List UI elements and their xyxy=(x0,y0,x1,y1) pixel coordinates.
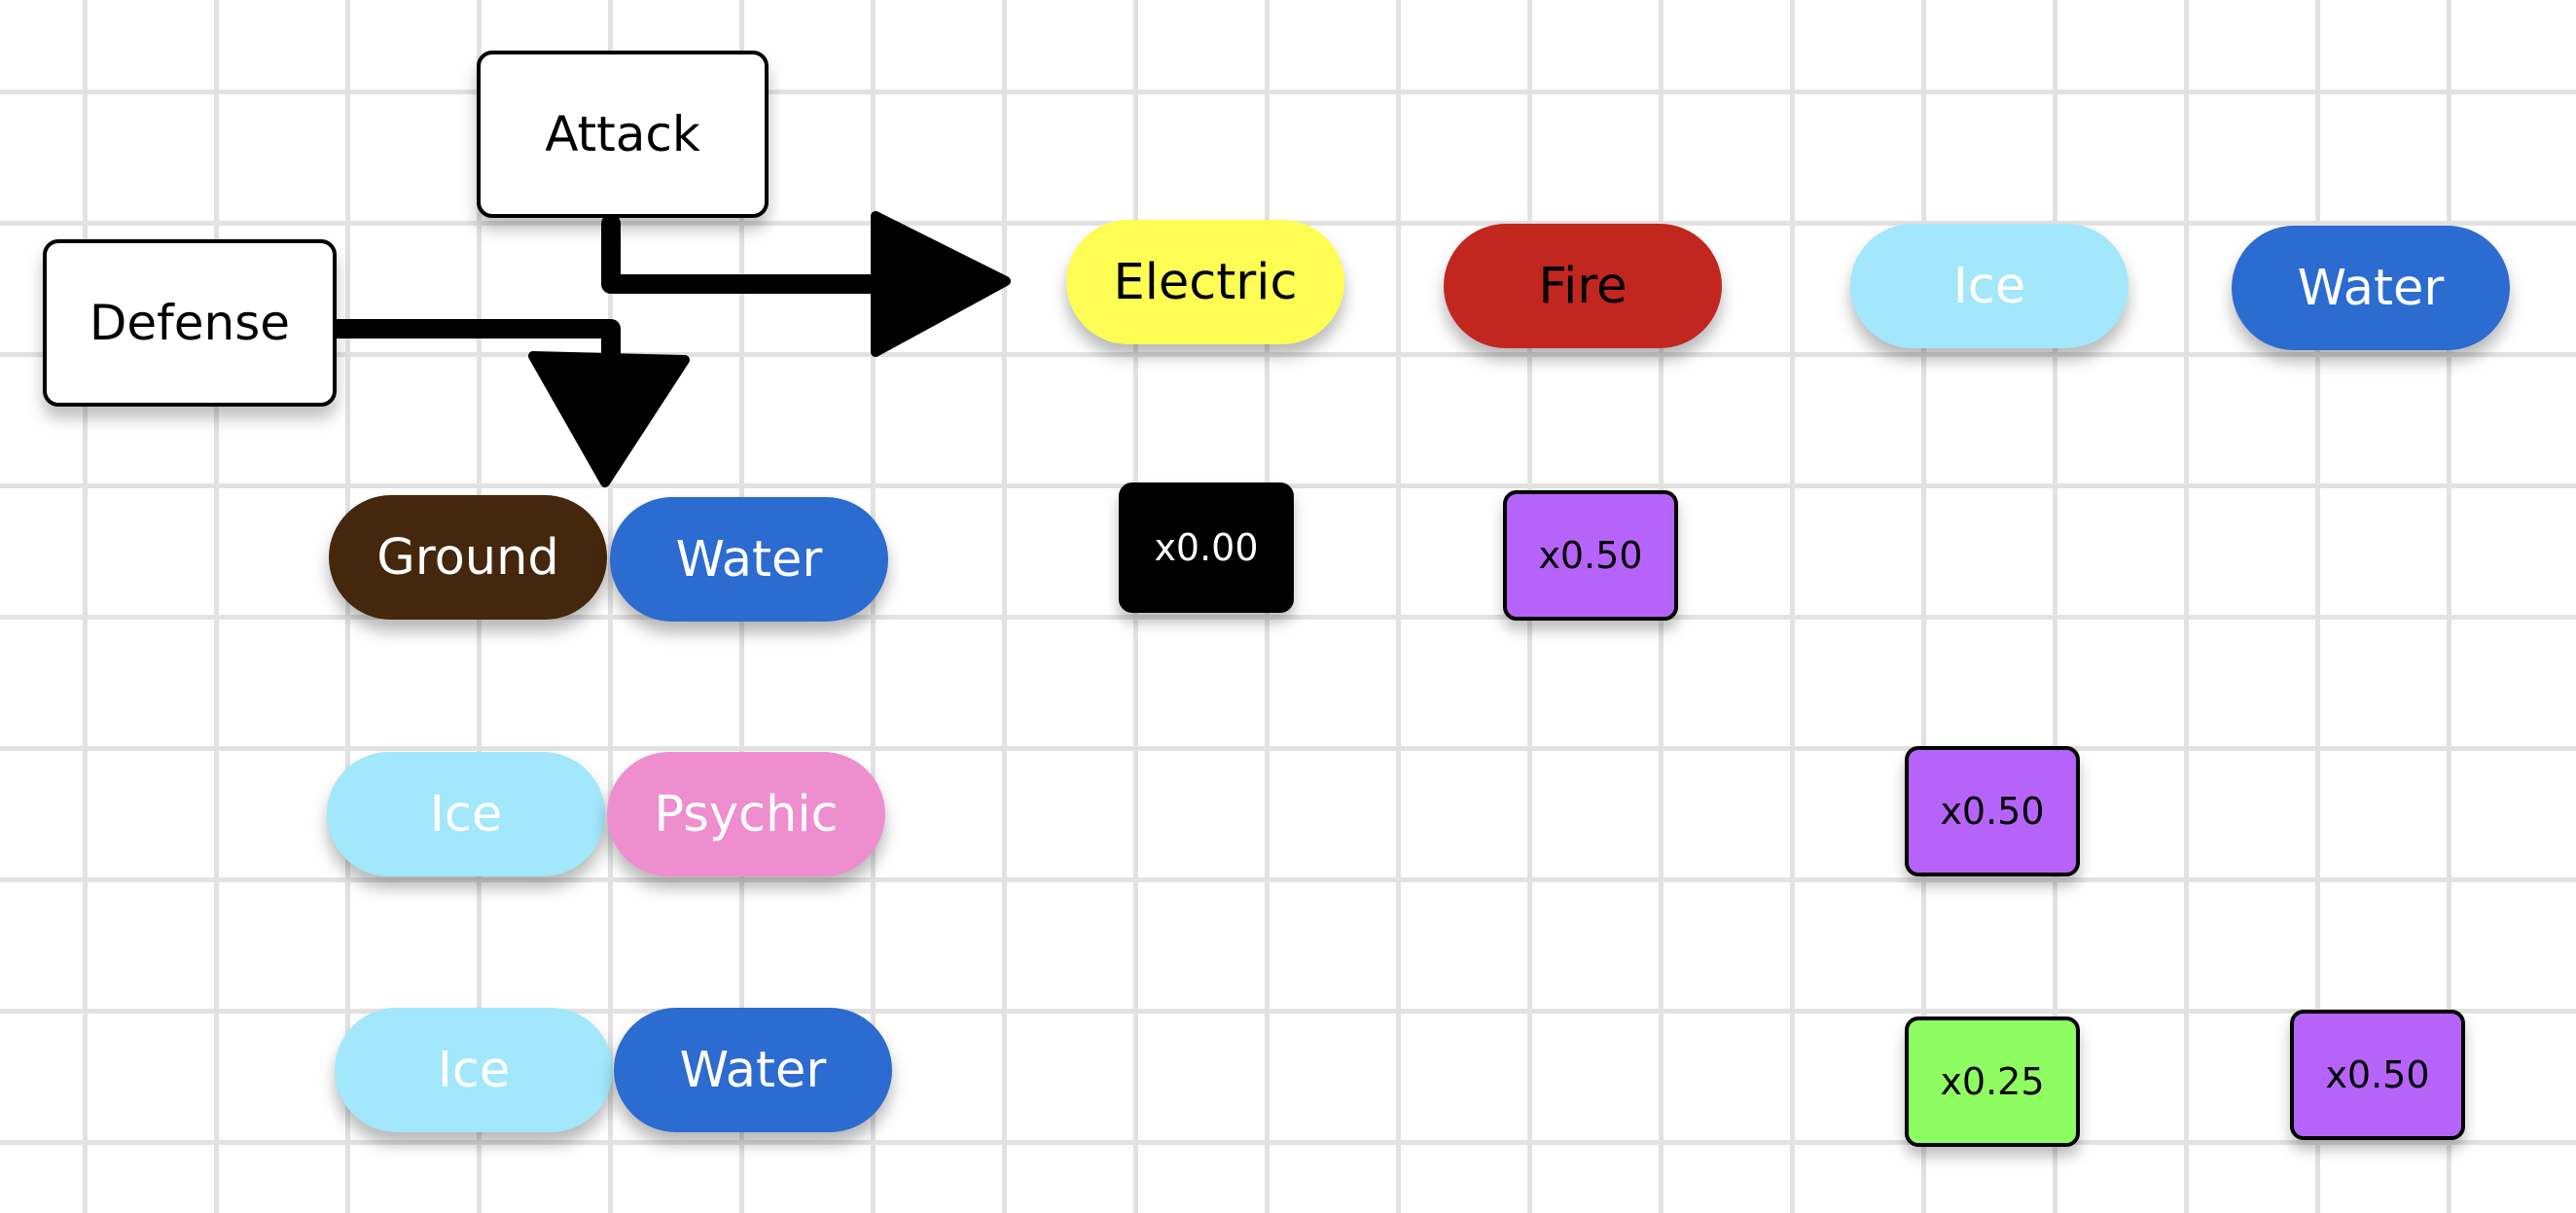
multiplier-label: x0.00 xyxy=(1154,526,1259,569)
defense-type-ice: Ice xyxy=(327,752,605,876)
defense-type-ground: Ground xyxy=(329,495,607,620)
defense-type-water: Water xyxy=(614,1008,892,1132)
multiplier-label: x0.25 xyxy=(1940,1060,2045,1103)
multiplier-ground-water-fire: x0.50 xyxy=(1503,490,1678,621)
attack-type-electric: Electric xyxy=(1066,220,1344,344)
defense-type-label: Water xyxy=(675,530,823,589)
multiplier-ice-water-ice: x0.25 xyxy=(1905,1017,2080,1147)
attack-arrow-line xyxy=(601,214,914,294)
defense-type-label: Ground xyxy=(376,528,559,587)
multiplier-ice-psychic-ice: x0.50 xyxy=(1905,746,2080,876)
attack-type-label: Electric xyxy=(1113,253,1298,311)
multiplier-label: x0.50 xyxy=(1538,534,1643,577)
defense-type-label: Water xyxy=(679,1041,827,1099)
multiplier-label: x0.50 xyxy=(2325,1053,2430,1096)
attack-type-ice: Ice xyxy=(1850,224,2129,348)
attack-arrow-head xyxy=(871,211,1011,357)
defense-header-label: Defense xyxy=(89,295,291,351)
attack-type-label: Ice xyxy=(1952,257,2026,315)
defense-type-label: Psychic xyxy=(654,785,839,843)
attack-type-fire: Fire xyxy=(1444,224,1722,348)
multiplier-label: x0.50 xyxy=(1940,790,2045,833)
defense-type-label: Ice xyxy=(429,785,503,843)
multiplier-ground-water-electric: x0.00 xyxy=(1119,482,1294,613)
attack-header-label: Attack xyxy=(545,106,700,162)
defense-header-box: Defense xyxy=(43,239,337,407)
defense-arrow-head xyxy=(528,351,690,487)
attack-header-box: Attack xyxy=(477,51,769,218)
attack-type-label: Fire xyxy=(1538,257,1628,315)
multiplier-ice-water-water: x0.50 xyxy=(2290,1010,2465,1140)
attack-type-label: Water xyxy=(2297,259,2445,317)
defense-type-water: Water xyxy=(610,497,888,622)
defense-type-psychic: Psychic xyxy=(607,752,885,876)
attack-type-water: Water xyxy=(2232,226,2510,350)
defense-type-ice: Ice xyxy=(335,1008,613,1132)
defense-type-label: Ice xyxy=(437,1041,511,1099)
